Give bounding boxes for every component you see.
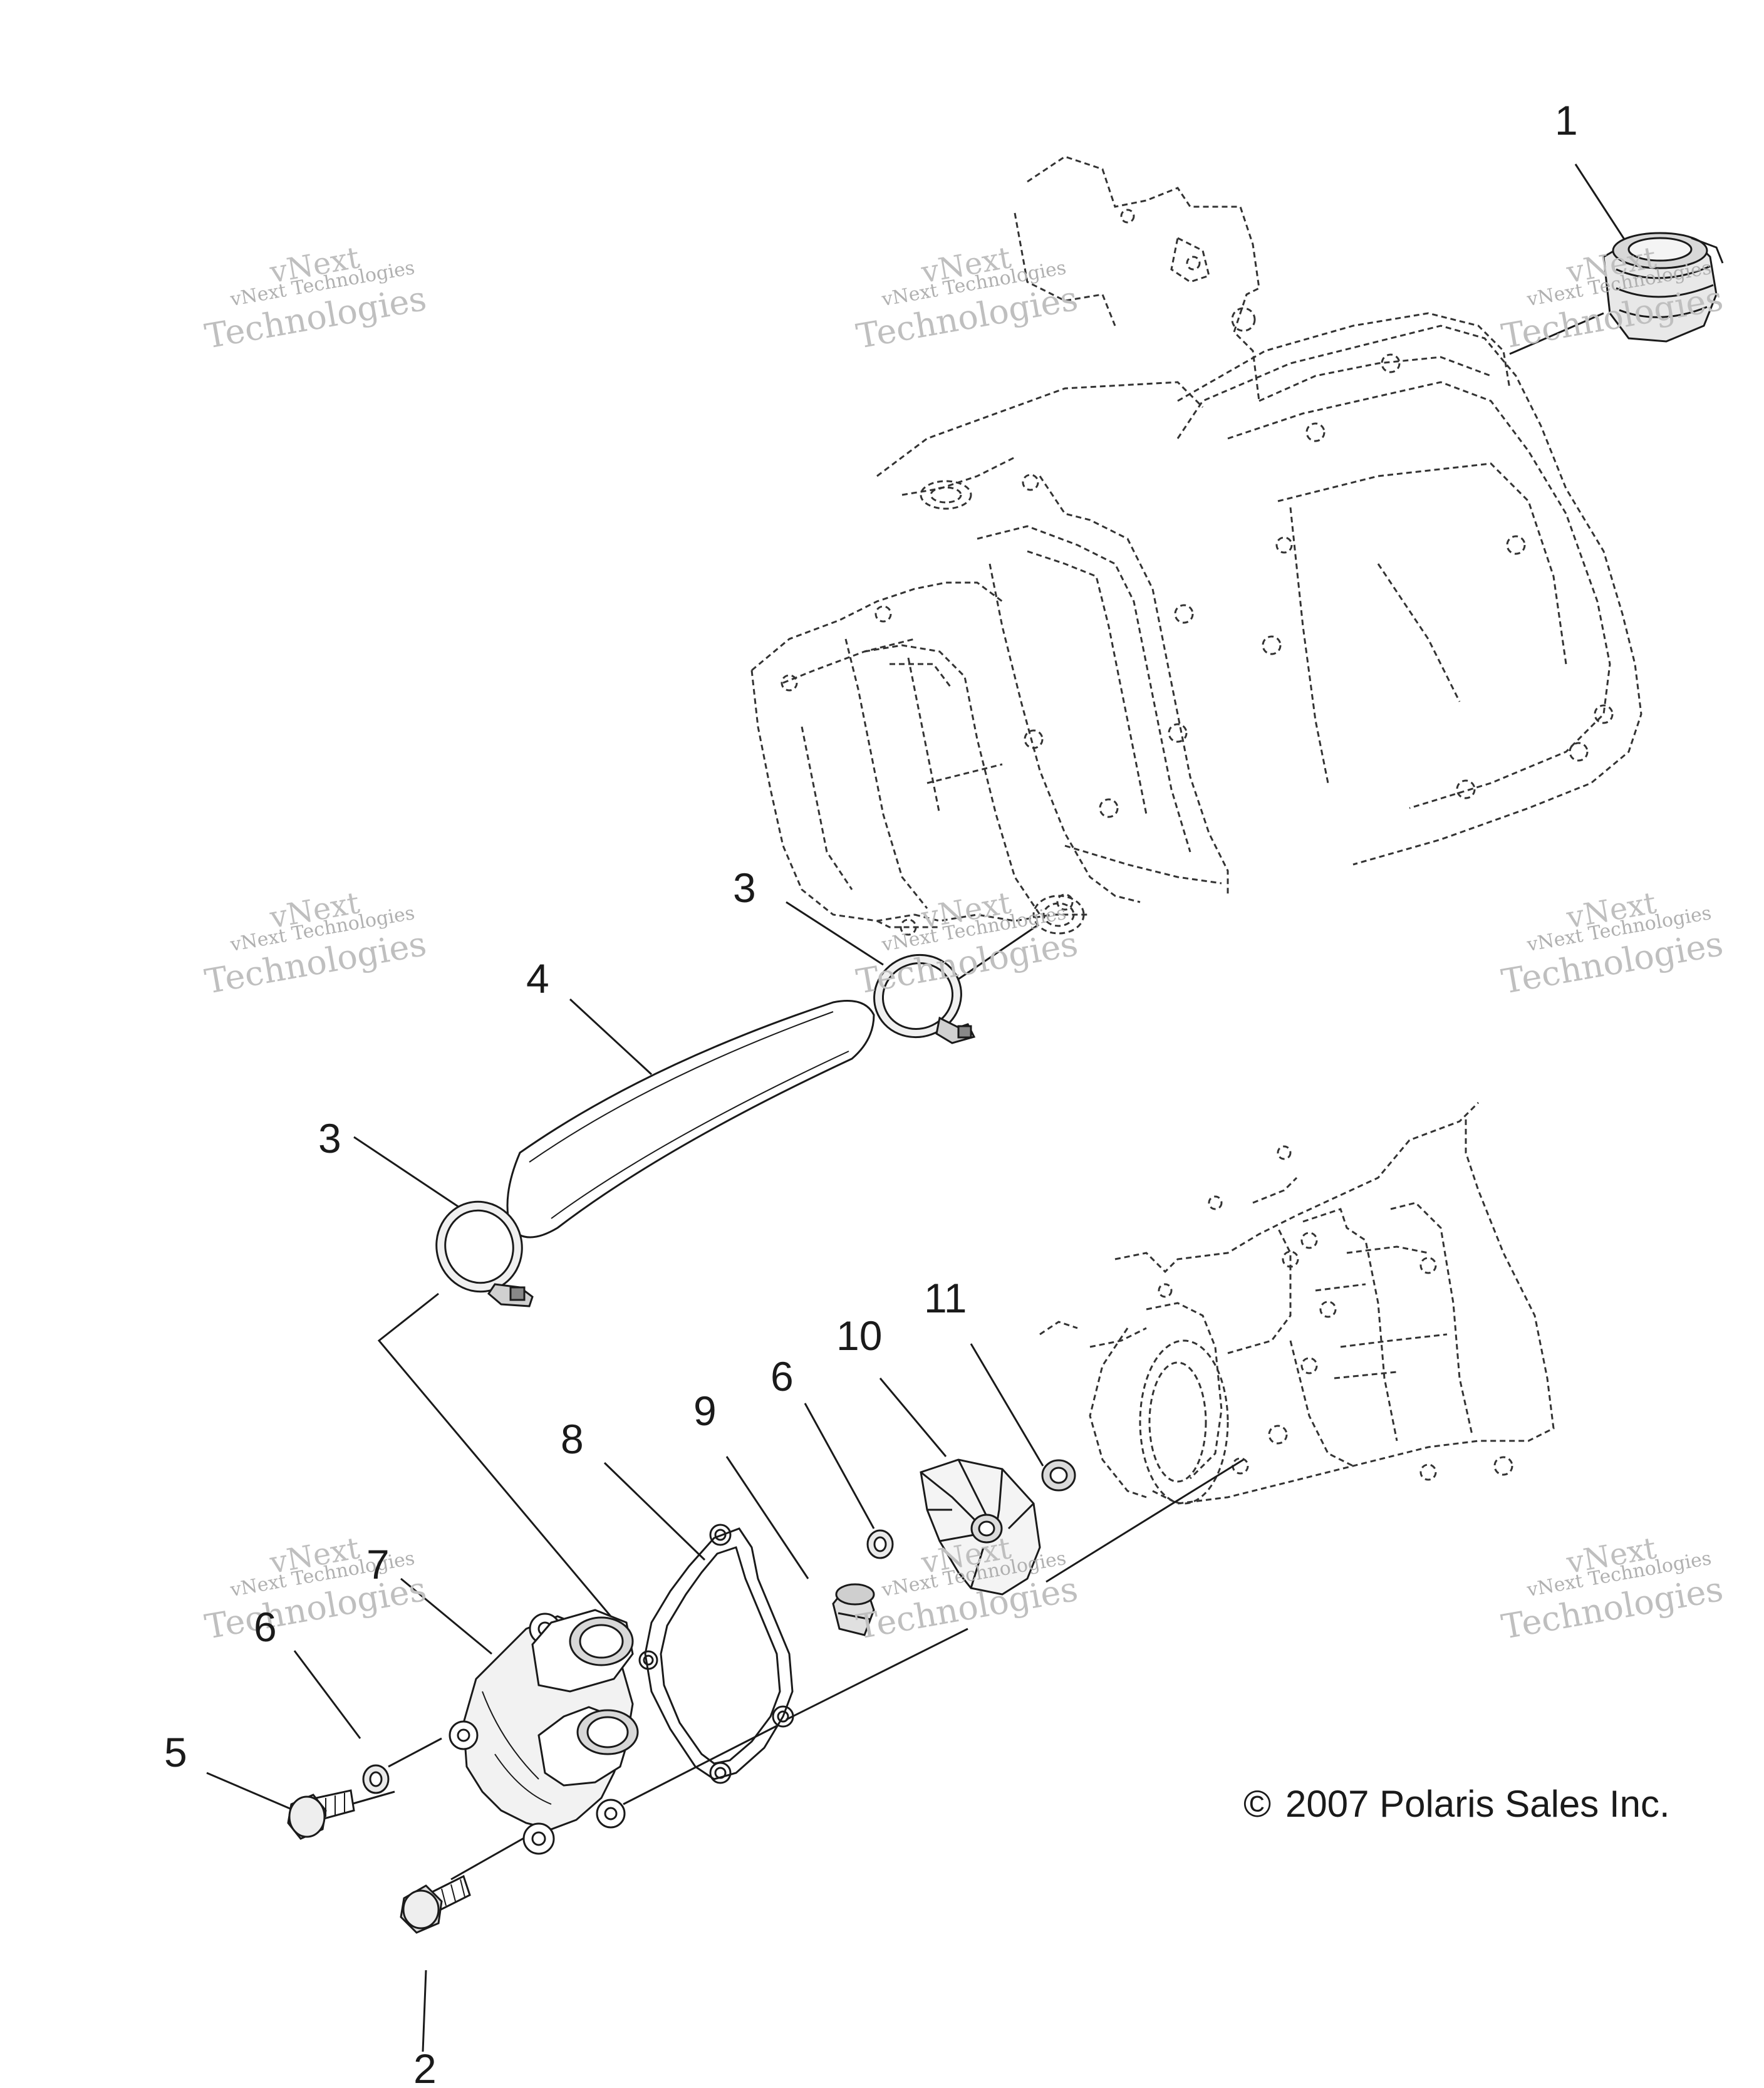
copyright-text: 2007 Polaris Sales Inc. — [1285, 1783, 1670, 1825]
callout-6-left: 6 — [254, 1604, 277, 1650]
callout-3-upper: 3 — [733, 865, 756, 911]
watermark-4: vNext vNext Technologies Technologies — [202, 885, 429, 1002]
callout-4: 4 — [526, 955, 549, 1002]
callout-3-lower: 3 — [318, 1115, 341, 1161]
hose-clamp-upper — [873, 953, 976, 1044]
callout-2: 2 — [413, 2045, 437, 2085]
pump-housing — [449, 1609, 639, 1855]
seal-part — [1041, 1459, 1076, 1492]
crankcase-outline — [1039, 1101, 1555, 1505]
copyright-symbol: © — [1243, 1783, 1271, 1825]
impeller-part — [920, 1458, 1041, 1596]
callout-7: 7 — [366, 1541, 390, 1587]
washer-left-part — [362, 1764, 390, 1794]
callout-6-mid: 6 — [770, 1353, 794, 1400]
pump-gasket — [638, 1524, 794, 1784]
washer-mid-part — [866, 1529, 894, 1559]
bolt-lower-part — [400, 1874, 471, 1934]
watermark-5: vNext vNext Technologies Technologies — [853, 885, 1081, 1002]
coolant-hose — [506, 1000, 875, 1239]
cylinder-head-outline — [750, 155, 1642, 936]
callout-9: 9 — [693, 1388, 717, 1434]
watermark-3: vNext vNext Technologies Technologies — [1498, 240, 1726, 356]
callout-10: 10 — [836, 1312, 882, 1359]
callout-1: 1 — [1555, 97, 1578, 143]
watermark-7: vNext vNext Technologies Technologies — [202, 1530, 429, 1647]
watermark-9: vNext vNext Technologies Technologies — [1498, 1530, 1726, 1647]
watermark-1: vNext vNext Technologies Technologies — [202, 240, 429, 356]
callout-8: 8 — [561, 1416, 584, 1462]
drain-plug — [832, 1583, 875, 1636]
callout-5: 5 — [164, 1729, 187, 1775]
watermarks: vNext vNext Technologies Technologies vN… — [202, 240, 1726, 1647]
leader-lines — [206, 164, 1627, 2052]
copyright-notice: © 2007 Polaris Sales Inc. — [1243, 1783, 1670, 1825]
callout-labels: 1 2 3 3 4 5 6 6 7 8 9 10 11 — [164, 97, 1578, 2088]
watermark-2: vNext vNext Technologies Technologies — [853, 240, 1081, 356]
watermark-6: vNext vNext Technologies Technologies — [1498, 885, 1726, 1002]
thermostat-part — [1602, 232, 1724, 343]
callout-11: 11 — [924, 1275, 967, 1321]
hose-clamp-lower — [435, 1200, 534, 1307]
bolt-left-part — [287, 1789, 355, 1840]
